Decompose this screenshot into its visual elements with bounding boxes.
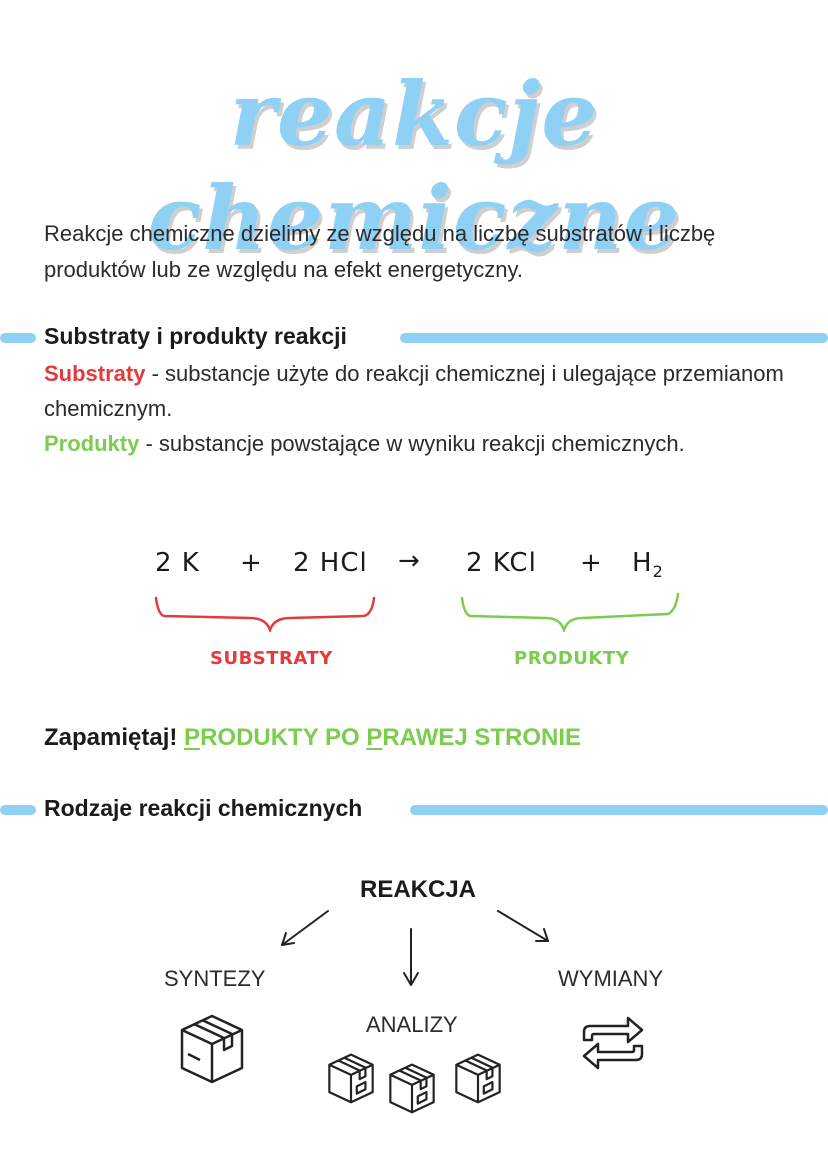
type-analizy: ANALIZY <box>366 1012 458 1037</box>
section-heading-rodzaje: Rodzaje reakcji chemicznych <box>44 795 363 821</box>
produkty-def-text: - substancje powstające w wyniku reakcji… <box>139 431 685 456</box>
eq-term-2k: 2 K <box>155 548 200 578</box>
substraty-definition: Substraty - substancje użyte do reakcji … <box>44 356 804 426</box>
section-divider-left <box>0 333 36 343</box>
section-heading-substraty-produkty: Substraty i produkty reakcji <box>44 323 347 349</box>
arrow-to-wymiany <box>497 910 549 942</box>
arrow-to-analizy <box>403 928 419 986</box>
substraty-brace <box>154 596 376 632</box>
produkty-brace <box>460 592 680 632</box>
remember-rest2: RAWEJ STRONIE <box>382 724 582 751</box>
section-divider-right <box>400 333 828 343</box>
arrow-to-syntezy <box>281 910 329 946</box>
type-wymiany: WYMIANY <box>558 966 664 991</box>
eq-plus-1: + <box>240 548 263 578</box>
section-divider-right-2 <box>410 805 828 815</box>
substraty-label: SUBSTRATY <box>210 648 333 669</box>
substraty-term: Substraty <box>44 361 146 386</box>
remember-p2: P <box>366 724 383 751</box>
diagram-root-label: REAKCJA <box>360 876 477 903</box>
box-icon <box>180 1014 244 1084</box>
remember-rest1: RODUKTY PO <box>200 724 367 751</box>
substraty-def-text: - substancje użyte do reakcji chemicznej… <box>44 361 784 421</box>
produkty-term: Produkty <box>44 431 140 456</box>
intro-text: Reakcje chemiczne dzielimy ze względu na… <box>44 221 716 282</box>
remember-prefix: Zapamiętaj! <box>44 724 185 751</box>
eq-h2-sub: 2 <box>652 562 664 582</box>
eq-h2-base: H <box>632 548 653 578</box>
eq-term-h2: H2 <box>632 548 664 581</box>
eq-arrow: → <box>398 546 421 576</box>
swap-arrows-icon <box>582 1016 644 1070</box>
eq-term-2hcl: 2 HCl <box>293 548 368 578</box>
eq-plus-2: + <box>580 548 603 578</box>
box-icon <box>389 1063 435 1114</box>
type-syntezy: SYNTEZY <box>164 966 266 991</box>
remember-note: Zapamiętaj! PRODUKTY PO PRAWEJ STRONIE <box>44 724 581 752</box>
box-icon <box>455 1053 501 1104</box>
box-icon <box>328 1053 374 1104</box>
remember-p1: P <box>184 724 201 751</box>
section-divider-left-2 <box>0 805 36 815</box>
produkty-label: PRODUKTY <box>514 648 630 669</box>
page-title: reakcje chemiczne <box>147 62 681 270</box>
eq-term-2kcl: 2 KCl <box>466 548 537 578</box>
produkty-definition: Produkty - substancje powstające w wynik… <box>44 426 804 461</box>
